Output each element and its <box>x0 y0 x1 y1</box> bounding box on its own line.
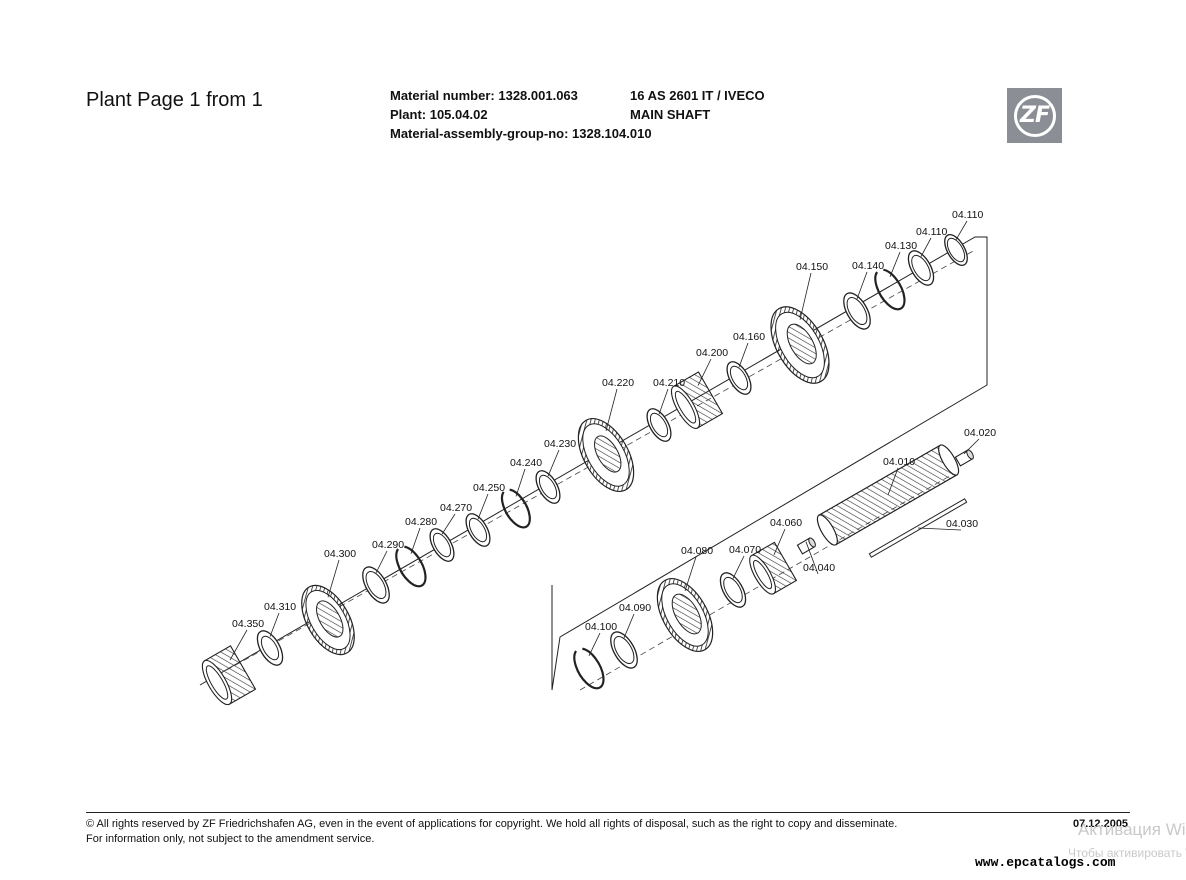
part-callout: 04.200 <box>696 347 728 359</box>
part-callout: 04.100 <box>585 621 617 633</box>
part-04.290-shape <box>362 566 390 604</box>
leader-line <box>229 629 248 661</box>
part-callout: 04.240 <box>510 457 542 469</box>
part-callout: 04.210 <box>653 377 685 389</box>
part-callout: 04.140 <box>852 260 884 272</box>
part-callout: 04.110 <box>916 226 947 238</box>
leader-line <box>738 342 749 368</box>
leader-line <box>269 612 280 637</box>
part-04.090-shape <box>610 631 638 669</box>
part-callout: 04.150 <box>796 261 828 273</box>
part-callout: 04.070 <box>729 544 761 556</box>
part-04.140-shape <box>843 292 871 330</box>
leader-line <box>375 550 388 574</box>
part-04.280-shape <box>395 545 427 588</box>
part-callout: 04.160 <box>733 331 765 343</box>
leader-line <box>887 467 899 496</box>
part-04.210-shape <box>646 408 672 442</box>
part-04.160-shape <box>726 361 752 395</box>
part-callout: 04.350 <box>232 618 264 630</box>
part-callout: 04.290 <box>372 539 404 551</box>
leader-line <box>515 468 526 497</box>
zf-logo: ZF <box>1007 88 1062 143</box>
leader-line <box>477 493 489 520</box>
zf-logo-mark: ZF <box>1013 94 1056 137</box>
page-title: Plant Page 1 from 1 <box>86 89 263 111</box>
info-notice: For information only, not subject to the… <box>86 833 375 845</box>
part-callout: 04.040 <box>803 562 835 574</box>
leader-line <box>327 559 340 598</box>
part-04.200-shape <box>670 371 724 429</box>
part-04.310-shape <box>256 630 284 666</box>
part-04.130-shape <box>874 268 906 311</box>
leader-line <box>588 632 601 656</box>
part-04.270-shape <box>429 528 455 562</box>
part-04.060-shape <box>749 541 798 595</box>
part-04.100-shape <box>573 647 605 690</box>
leader-line <box>547 449 560 477</box>
part-04.250-shape <box>465 513 491 547</box>
part-callout: 04.130 <box>885 240 917 252</box>
part-04.230-shape <box>535 470 561 504</box>
leader-line <box>805 541 819 575</box>
part-callout: 04.230 <box>544 438 576 450</box>
part-04.040-shape <box>796 537 816 555</box>
material-number: Material number: 1328.001.063 <box>390 88 578 103</box>
part-callout: 04.310 <box>264 601 296 613</box>
part-04.240-shape <box>500 488 531 529</box>
part-callout: 04.060 <box>770 517 802 529</box>
part-04.220-shape <box>577 418 635 492</box>
part-04.020-shape <box>954 449 974 467</box>
assembly-group-number: Material-assembly-group-no: 1328.104.010 <box>390 126 652 141</box>
activation-hint: Чтобы активировать Windows <box>1068 846 1186 860</box>
copyright-notice: © All rights reserved by ZF Friedrichsha… <box>86 818 898 830</box>
leader-line <box>773 528 786 555</box>
leader-line <box>410 527 421 554</box>
part-04.300-shape <box>301 584 355 656</box>
leader-line <box>963 438 980 455</box>
leader-line <box>441 513 456 535</box>
leader-line <box>658 388 669 415</box>
leader-line <box>799 272 812 320</box>
leader-line <box>732 555 745 579</box>
part-04.070-shape <box>719 572 747 608</box>
part-04.150-shape <box>770 306 830 384</box>
footer-rule <box>86 812 1130 813</box>
part-callout: 04.250 <box>473 482 505 494</box>
leader-line <box>623 613 635 639</box>
activation-watermark: Активация Windows <box>1078 820 1186 839</box>
site-watermark: www.epcatalogs.com <box>975 855 1116 870</box>
part-callout: 04.030 <box>946 518 978 530</box>
part-04.110-shape <box>944 234 968 266</box>
leader-line <box>955 220 968 241</box>
leader-line <box>856 271 868 300</box>
leader-line <box>917 527 962 531</box>
part-callout: 04.020 <box>964 427 996 439</box>
part-callout: 04.270 <box>440 502 472 514</box>
part-callout: 04.090 <box>619 602 651 614</box>
assembly-name: MAIN SHAFT <box>630 107 711 122</box>
part-callout: 04.080 <box>681 545 713 557</box>
leader-line <box>684 556 697 592</box>
plant-number: Plant: 105.04.02 <box>390 107 488 122</box>
part-callout: 04.280 <box>405 516 437 528</box>
leader-line <box>605 388 618 432</box>
part-callout: 04.010 <box>883 456 915 468</box>
leader-line <box>697 358 712 386</box>
part-04.350-shape <box>201 645 257 706</box>
part-04.110-shape <box>907 250 935 286</box>
part-04.080-shape <box>656 578 714 652</box>
part-callout: 04.110 <box>952 209 983 221</box>
part-callout: 04.220 <box>602 377 634 389</box>
leader-line <box>920 237 932 257</box>
part-callout: 04.300 <box>324 548 356 560</box>
leader-line <box>889 251 901 277</box>
model-designation: 16 AS 2601 IT / IVECO <box>630 88 765 103</box>
document-date: 07.12.2005 <box>1073 818 1129 830</box>
